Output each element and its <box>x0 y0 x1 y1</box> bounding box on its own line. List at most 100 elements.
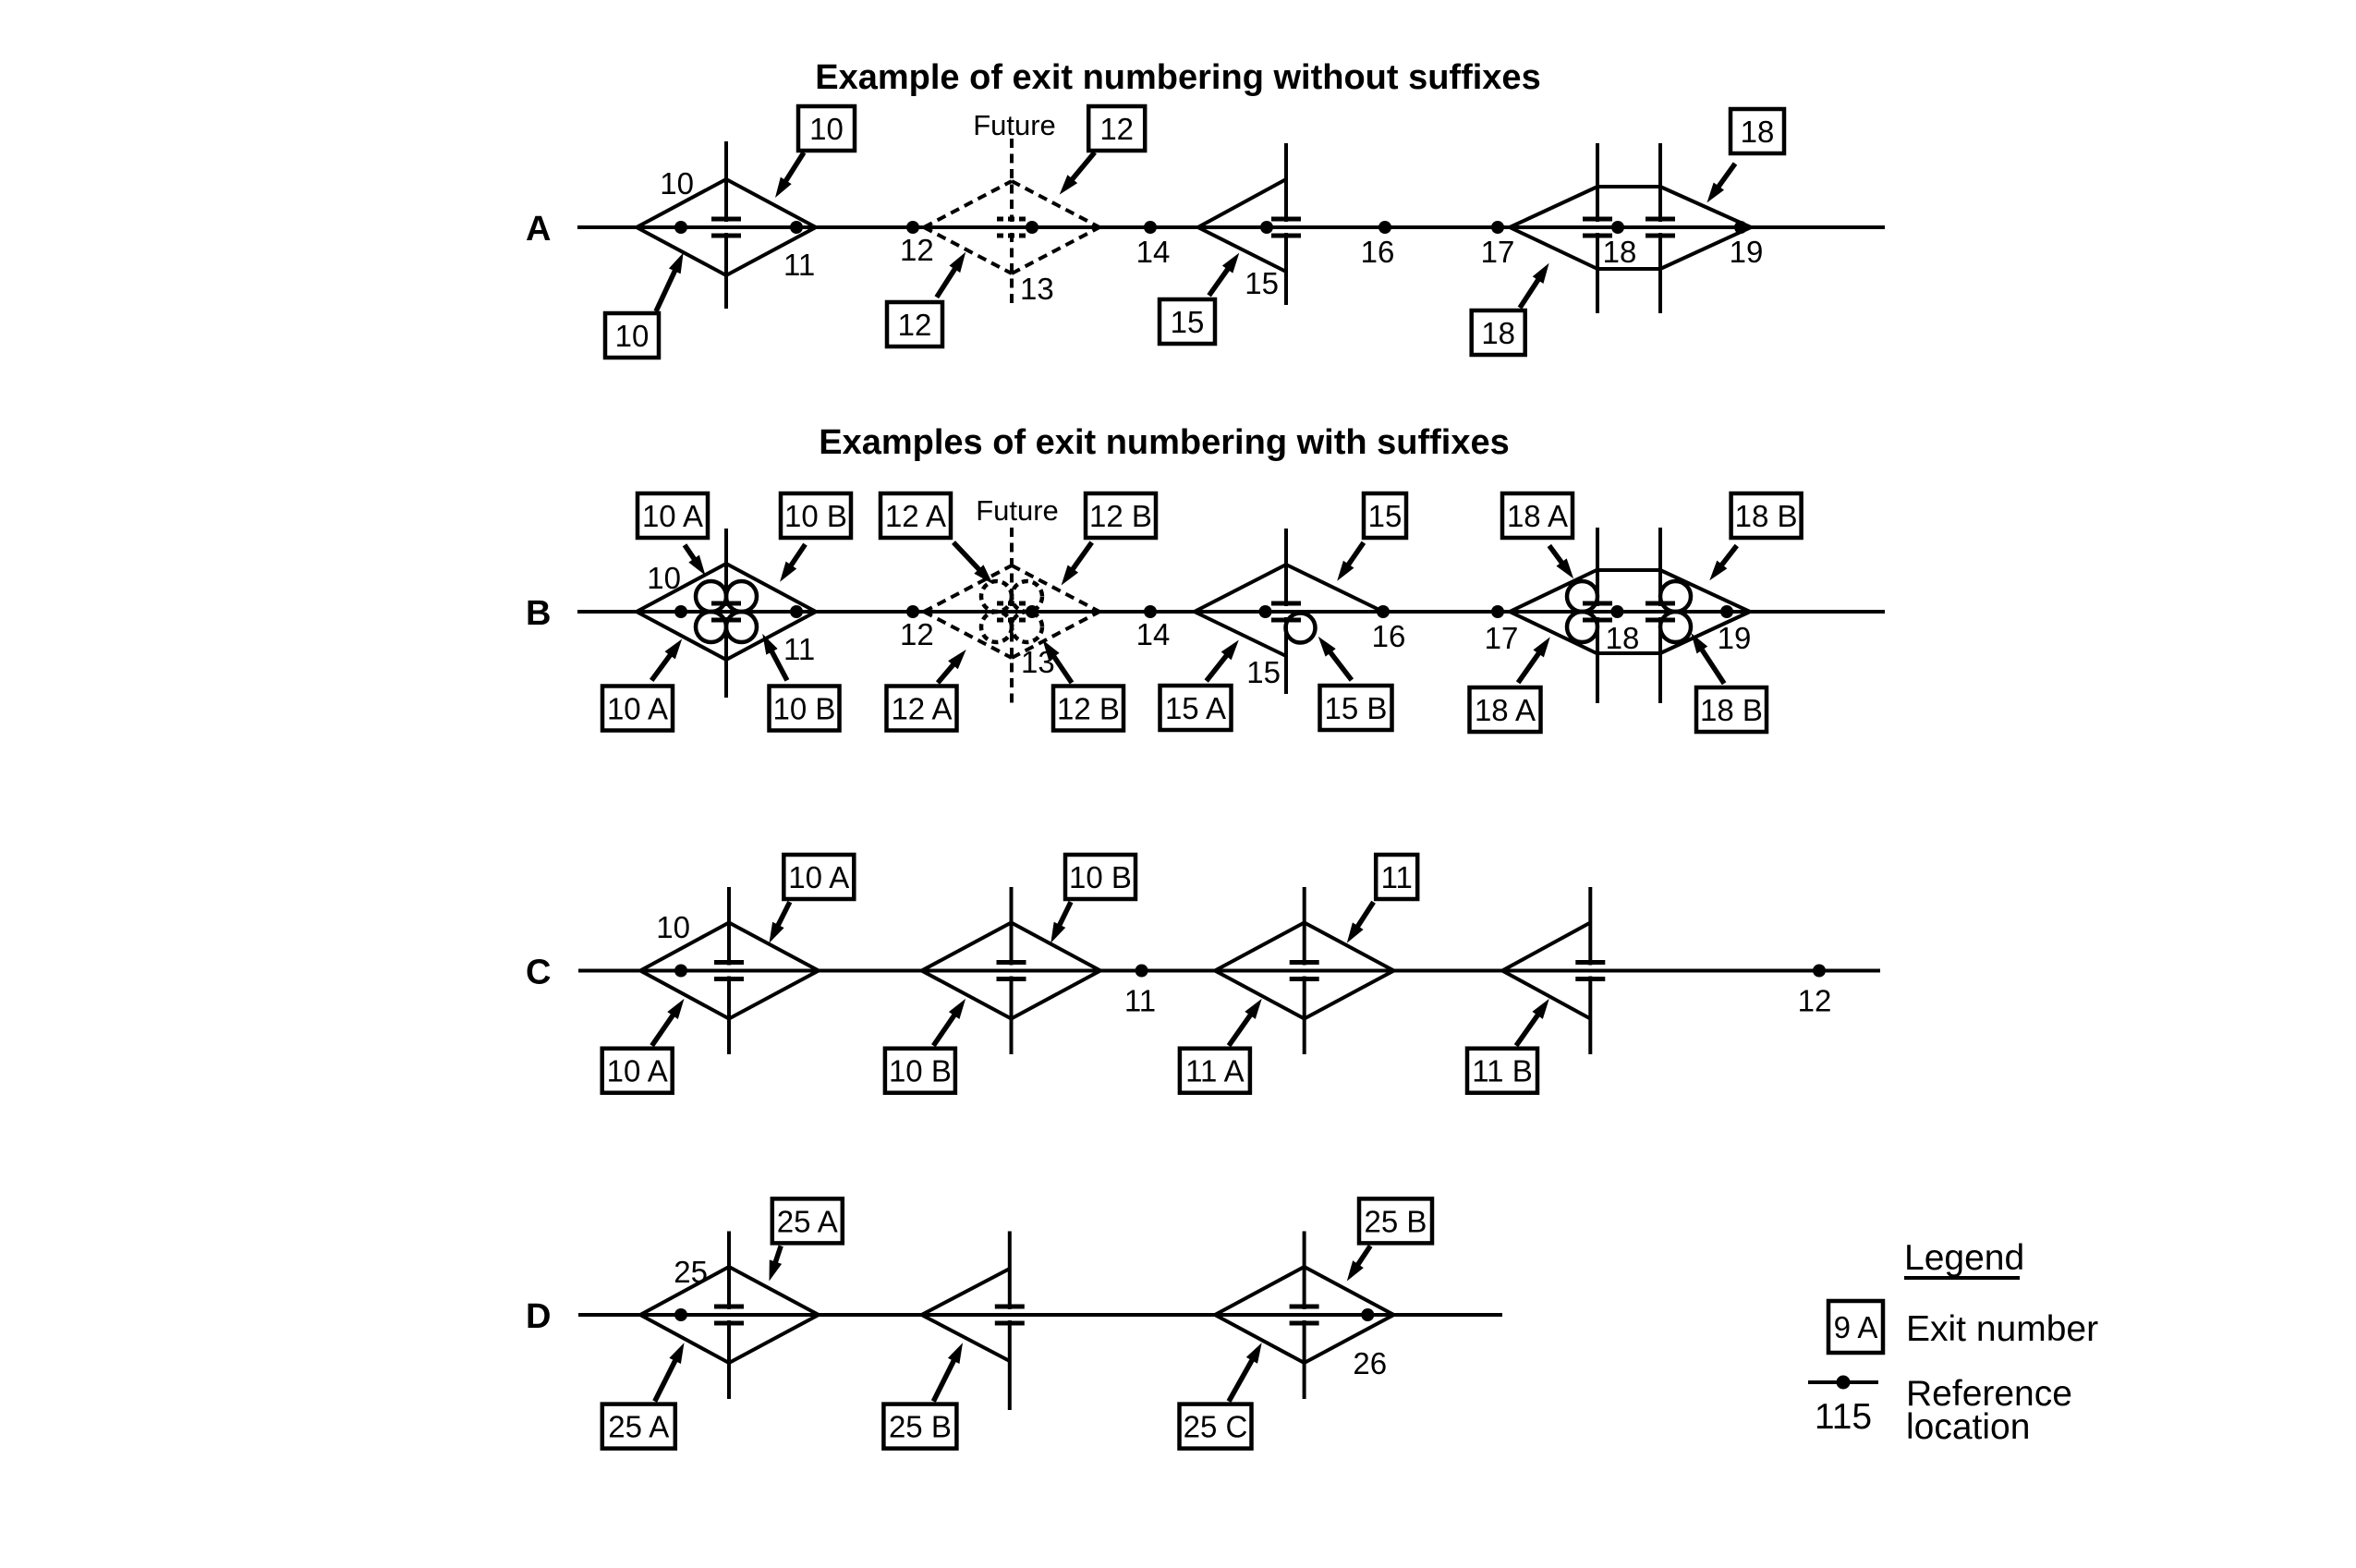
c4-exit-arrow-11b-bottom <box>1513 998 1549 1048</box>
b3-exit-box-15a-bottom-frame <box>1158 683 1233 733</box>
b2-ref-dot-14 <box>1144 605 1157 618</box>
title-without-suffixes: Example of exit numbering without suffix… <box>815 58 1540 97</box>
b3-exit-arrow-15a-bottom-head <box>1221 639 1239 661</box>
b1-exit-arrow-10b-top-head <box>780 561 797 582</box>
b2-exit-box-12a-top-label: 12 A <box>885 499 946 533</box>
b4-loop-upper-left <box>1564 578 1600 614</box>
b4-loop-upper-right <box>1658 578 1694 614</box>
a1-exit-box-10-bottom: 10 <box>602 310 662 360</box>
b4-exit-box-18a-bottom-label: 18 A <box>1475 693 1536 727</box>
a2-exit-arrow-12-bottom-head <box>949 251 966 273</box>
b1-exit-arrow-10b-bottom <box>762 633 790 682</box>
a2-exit-arrow-12-bottom <box>934 251 966 299</box>
d1-exit-box-25a-top: 25 A <box>770 1197 845 1246</box>
b4-ref-label-17: 17 <box>1485 621 1519 655</box>
b1-ramp-upper-left <box>636 562 727 614</box>
b1-exit-box-10a-top-frame <box>635 491 710 541</box>
a1-exit-arrow-10-bottom-head <box>668 252 684 274</box>
b4-ramp-upper-right <box>1659 568 1751 614</box>
c1-ref-dot-10 <box>674 964 687 978</box>
legend-exit-number-label: Exit number <box>1906 1309 2098 1349</box>
c1-exit-arrow-10a-top <box>769 900 793 943</box>
a1-exit-box-10-top-label: 10 <box>809 112 844 146</box>
b1-loop-upper-right <box>723 578 759 614</box>
a2-exit-box-12-top-frame <box>1086 103 1148 153</box>
d3-exit-arrow-25c-bottom-head <box>1245 1343 1262 1364</box>
c4-exit-box-11b-bottom-label: 11 B <box>1472 1054 1532 1088</box>
b1-exit-arrow-10b-top <box>780 542 808 582</box>
a2-exit-arrow-12-top-head <box>1059 175 1078 195</box>
legend-exit-number-box-label: 9 A <box>1834 1310 1878 1344</box>
b1-exit-box-10b-bottom-label: 10 B <box>773 691 836 725</box>
b2-exit-box-12b-top-label: 12 B <box>1089 499 1152 533</box>
a2-exit-arrow-12-top <box>1059 151 1097 195</box>
d1-ref-label-25: 25 <box>674 1255 708 1289</box>
c4-ref-label-12: 12 <box>1798 984 1832 1018</box>
d2-ramp-upper <box>920 1267 1011 1317</box>
a4-exit-arrow-18-bottom-head <box>1532 262 1549 284</box>
b2-exit-arrow-12b-bottom-head <box>1042 639 1060 661</box>
a4-ref-label-17: 17 <box>1481 235 1515 269</box>
c1-exit-arrow-10a-bottom <box>650 998 685 1048</box>
d1-exit-arrow-25a-bottom-head <box>669 1343 685 1365</box>
d3-ref-dot-26 <box>1361 1308 1375 1321</box>
d1-ramp-lower-left <box>639 1313 730 1365</box>
c2-exit-box-10b-bottom-label: 10 B <box>889 1054 952 1088</box>
a2-future-label: Future <box>973 109 1056 141</box>
legend-reference-label-line2: location <box>1906 1407 2030 1447</box>
b1-loop-lower-left <box>693 609 729 645</box>
b4-exit-box-18b-bottom-label: 18 B <box>1700 693 1763 727</box>
c4-ramp-upper <box>1501 920 1592 973</box>
a1-exit-box-10-top-frame <box>795 103 857 153</box>
a2-future-ramp-upper-right <box>1011 179 1100 229</box>
c3-exit-box-11a-bottom-label: 11 A <box>1185 1054 1245 1088</box>
b4-exit-arrow-18a-bottom <box>1515 637 1550 685</box>
d2-exit-arrow-25b-bottom <box>930 1343 963 1403</box>
b2-future-ramp-upper-left <box>923 564 1013 614</box>
b2-future-ramp-lower-right <box>1011 610 1100 660</box>
c1-exit-box-10a-bottom: 10 A <box>600 1046 674 1095</box>
d1-exit-box-25a-top-frame <box>770 1197 845 1246</box>
legend-title: Legend <box>1904 1238 2024 1278</box>
b4-exit-box-18a-top-frame <box>1500 491 1575 541</box>
a1-exit-box-10-bottom-label: 10 <box>615 319 650 353</box>
c1-ramp-lower-right <box>728 968 820 1021</box>
b3-exit-arrow-15-top <box>1337 541 1366 581</box>
b1-loop-lower-right <box>723 609 759 645</box>
a4-exit-box-18-top-label: 18 <box>1741 115 1775 149</box>
b2-exit-arrow-12a-bottom <box>935 650 966 685</box>
b4-ramp-lower-left <box>1509 610 1597 655</box>
c1-exit-box-10a-bottom-label: 10 A <box>607 1054 668 1088</box>
b2-exit-arrow-12a-top-head <box>974 565 993 584</box>
c3-exit-box-11a-bottom: 11 A <box>1177 1046 1253 1095</box>
c3-exit-box-11-top-frame <box>1373 852 1420 902</box>
row-b-letter: B <box>526 594 551 633</box>
b1-exit-box-10b-bottom-frame <box>767 684 842 733</box>
b4-exit-box-18a-top: 18 A <box>1500 491 1575 541</box>
b1-ramp-lower-left <box>636 610 727 662</box>
d1-ramp-lower-right <box>728 1313 820 1365</box>
b1-ref-label-11: 11 <box>783 632 815 666</box>
b3-ref-label-15: 15 <box>1246 655 1281 689</box>
a2-future-ramp-lower-right <box>1011 225 1100 275</box>
b2-ref-label-12: 12 <box>900 617 934 651</box>
a4-ref-label-19: 19 <box>1730 235 1764 269</box>
a4-ramp-upper-left <box>1509 185 1598 229</box>
d1-ref-dot-25 <box>674 1308 687 1321</box>
a4-ref-label-18: 18 <box>1603 235 1637 269</box>
a4-ramp-lower-right <box>1659 225 1752 271</box>
b2-future-ramp-lower-left <box>923 610 1013 660</box>
b4-exit-box-18a-bottom: 18 A <box>1467 685 1543 735</box>
b2-exit-box-12a-top-frame <box>878 491 953 541</box>
b1-ramp-upper-right <box>725 562 817 614</box>
b2-exit-box-12a-bottom-frame <box>884 684 959 733</box>
c3-exit-arrow-11a-bottom-head <box>1245 998 1262 1019</box>
c2-exit-box-10b-bottom-frame <box>882 1046 958 1095</box>
c2-exit-arrow-10b-top-head <box>1050 921 1066 943</box>
b1-exit-box-10a-bottom: 10 A <box>600 684 675 733</box>
c2-ramp-lower-right <box>1010 968 1101 1021</box>
c4-exit-box-11b-bottom-frame <box>1464 1046 1540 1095</box>
d2-ramp-lower <box>920 1313 1011 1363</box>
